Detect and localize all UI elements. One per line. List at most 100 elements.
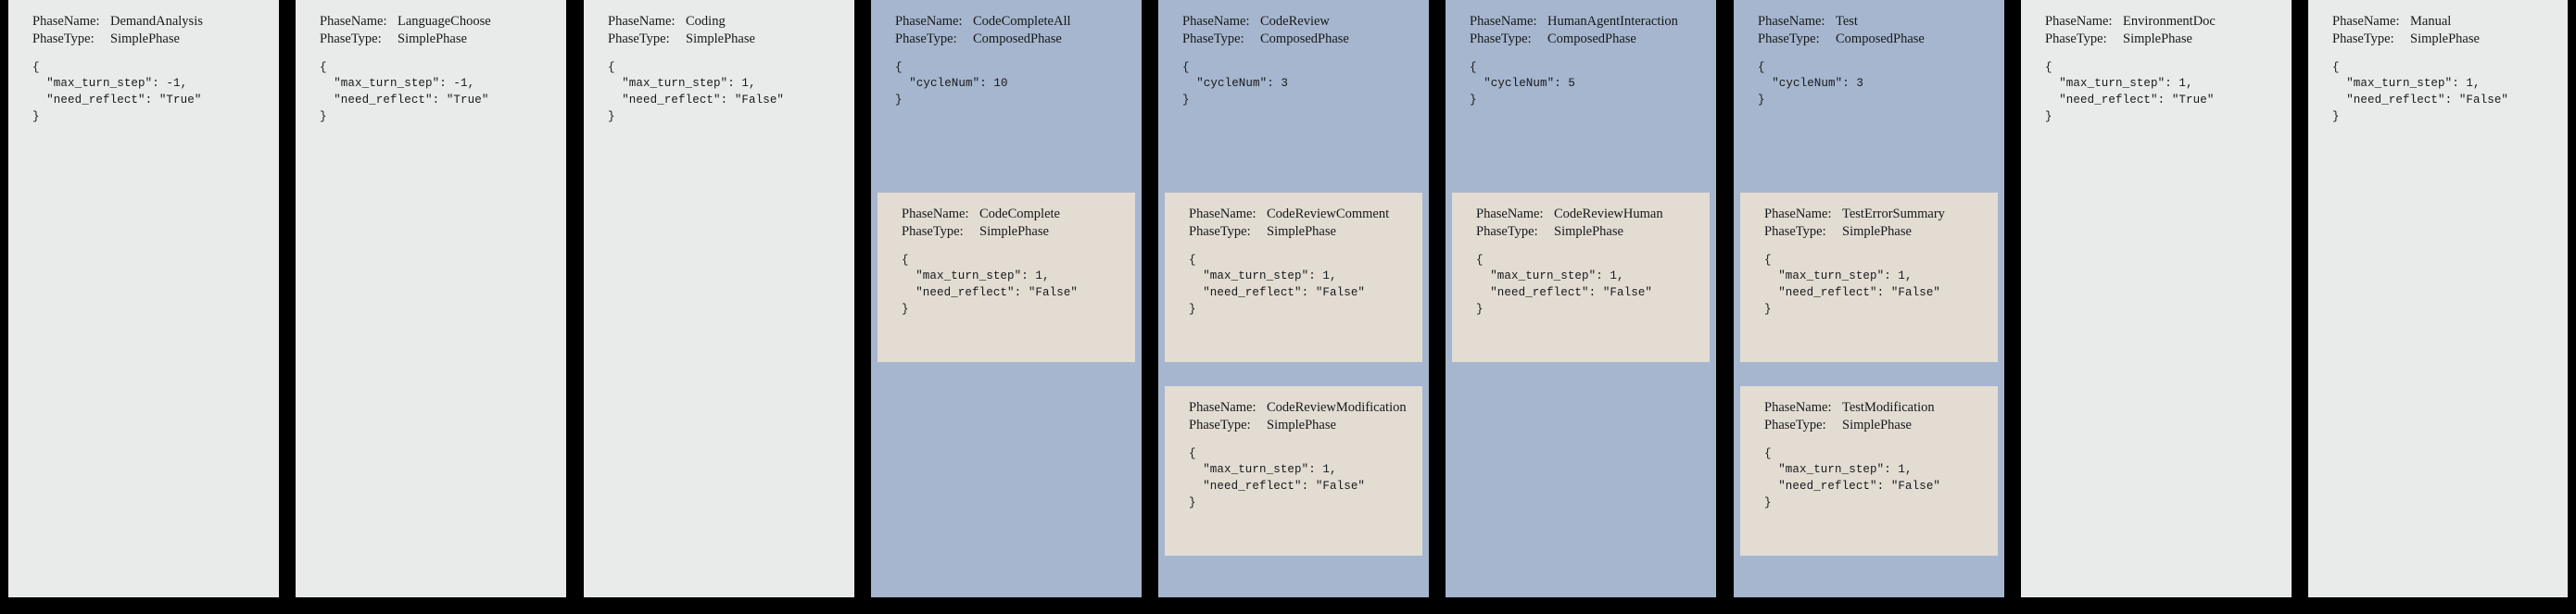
phase-type-value: ComposedPhase [1836, 31, 1925, 46]
subphase-name-row: PhaseName: CodeReviewModification [1189, 399, 1415, 417]
subphase-name-row: PhaseName:CodeComplete [902, 206, 1128, 223]
phase-type-label: PhaseType: [2045, 31, 2107, 46]
phase-name-value: Test [1836, 14, 1858, 29]
composed-phase-config-json: { "cycleNum": 10 } [895, 60, 1008, 107]
subphase-type-row: PhaseType: SimplePhase [1189, 417, 1415, 434]
phase-name-label: PhaseName: [1764, 207, 1832, 221]
phase-name-value: TestModification [1842, 400, 1935, 415]
subphase-name-row: PhaseName:TestErrorSummary [1764, 206, 1990, 223]
phase-name-value: CodeCompleteAll [973, 14, 1071, 29]
phase-name-label: PhaseName: [1182, 14, 1250, 29]
phase-type-value: SimplePhase [1842, 417, 1912, 432]
simple-phase-type-row: PhaseType:SimplePhase [2045, 31, 2284, 48]
phase-type-value: SimplePhase [1267, 417, 1336, 432]
subphase-type-row: PhaseType:SimplePhase [1189, 223, 1415, 241]
simple-phase-config-json: { "max_turn_step": 1, "need_reflect": "F… [608, 60, 785, 123]
phase-type-value: SimplePhase [2410, 31, 2480, 46]
subphase-config-json: { "max_turn_step": 1, "need_reflect": "F… [1764, 253, 1941, 316]
composed-phase-type-row: PhaseType:ComposedPhase [1758, 31, 1997, 48]
phase-type-value: SimplePhase [110, 31, 180, 46]
subphase-name-row: PhaseName: TestModification [1764, 399, 1990, 417]
phase-name-value: HumanAgentInteraction [1547, 14, 1678, 29]
subphase-separator [1734, 362, 2004, 386]
composed-phase-type-row: PhaseType:ComposedPhase [1182, 31, 1421, 48]
phase-name-value: CodeReviewModification [1267, 400, 1407, 415]
phase-name-label: PhaseName: [1189, 400, 1256, 415]
subphase-config-json: { "max_turn_step": 1, "need_reflect": "F… [1476, 253, 1653, 316]
simple-phase-config-json: { "max_turn_step": -1, "need_reflect": "… [32, 60, 202, 123]
phase-name-label: PhaseName: [1764, 400, 1832, 415]
phase-type-label: PhaseType: [1764, 417, 1826, 432]
phase-type-label: PhaseType: [32, 31, 95, 46]
simple-phase-type-row: PhaseType: SimplePhase [2332, 31, 2560, 48]
phase-type-label: PhaseType: [1189, 417, 1251, 432]
phase-type-value: ComposedPhase [1547, 31, 1636, 46]
phase-type-label: PhaseType: [1470, 31, 1532, 46]
simple-phase-name-row: PhaseName:LanguageChoose [320, 13, 559, 31]
phase-type-value: SimplePhase [398, 31, 467, 46]
phase-type-label: PhaseType: [608, 31, 670, 46]
subphase-separator [1446, 362, 1716, 386]
subphase-config-json: { "max_turn_step": 1, "need_reflect": "F… [1189, 446, 1366, 509]
phase-name-label: PhaseName: [1476, 207, 1544, 221]
phase-name-label: PhaseName: [608, 14, 676, 29]
subphase-separator [1734, 556, 2004, 580]
simple-phase-config-json: { "max_turn_step": 1, "need_reflect": "F… [2332, 60, 2509, 123]
simple-phase-type-row: PhaseType:SimplePhase [320, 31, 559, 48]
composed-phase-filler [871, 386, 1142, 597]
composed-phase-config-json: { "cycleNum": 3 } [1182, 60, 1289, 107]
phase-name-value: CodeReview [1260, 14, 1330, 29]
composed-phase-filler [1158, 580, 1429, 597]
phase-name-value: CodeComplete [979, 207, 1060, 221]
phase-name-value: CodeReviewComment [1267, 207, 1390, 221]
subphase-name-row: PhaseName:CodeReviewHuman [1476, 206, 1702, 223]
phase-type-label: PhaseType: [2332, 31, 2394, 46]
composed-phase-name-row: PhaseName:Test [1758, 13, 1997, 31]
phase-name-label: PhaseName: [32, 14, 100, 29]
phase-type-value: SimplePhase [979, 223, 1049, 239]
simple-phase-type-row: PhaseType: SimplePhase [32, 31, 271, 48]
phase-name-label: PhaseName: [2045, 14, 2113, 29]
composed-phase-type-row: PhaseType:ComposedPhase [895, 31, 1134, 48]
phase-type-label: PhaseType: [1189, 223, 1251, 239]
simple-phase-type-row: PhaseType:SimplePhase [608, 31, 847, 48]
simple-phase-name-row: PhaseName:Coding [608, 13, 847, 31]
subphase-type-row: PhaseType: SimplePhase [1764, 417, 1990, 434]
